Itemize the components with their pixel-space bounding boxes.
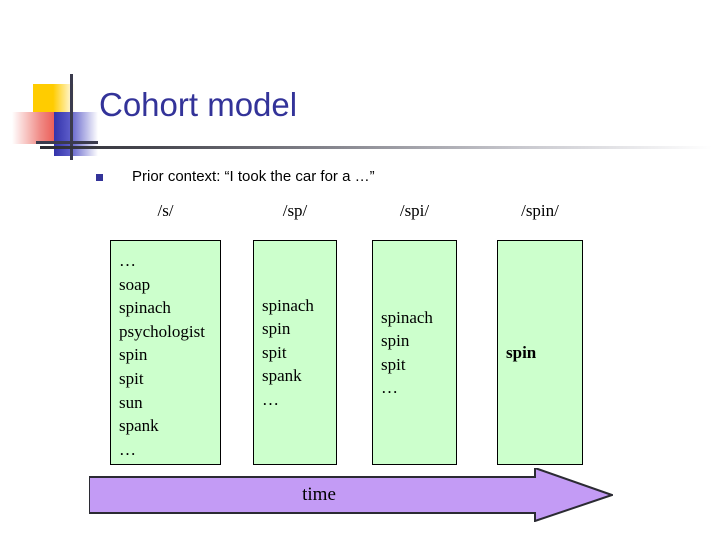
column-header-0: /s/ [157,201,174,220]
cohort-word-list-3: spin [506,341,578,365]
cohort-word: spit [119,368,144,388]
cohort-word-list-0: … soap spinach psychologist spin spit sun spank… [119,249,216,461]
column-header-1: /sp/ [282,201,308,220]
cohort-word: spinach [381,307,433,327]
cohort-word: … [119,251,136,270]
cohort-word: psychologist [119,321,205,341]
cohort-word: spinach [119,298,171,318]
logo-horizontal-line [36,141,98,144]
title-divider [40,146,712,149]
square-bullet-icon [96,174,103,181]
cohort-word: spank [119,416,159,436]
cohort-word: … [381,378,398,398]
cohort-word: spit [262,342,287,362]
cohort-word: spin [262,319,291,339]
column-header-2: /spi/ [399,201,430,220]
time-arrow-icon [89,468,613,522]
cohort-box-2: spinach spin spit … [372,240,457,465]
cohort-box-0: … soap spinach psychologist spin spit sun spank… [110,240,221,465]
page-title: Cohort model [99,86,298,123]
cohort-word-list-2: spinach spin spit … [381,305,452,399]
cohort-box-1: spinach spin spit spank … [253,240,337,465]
cohort-word: spin [119,345,148,365]
column-header-3: /spin/ [521,201,559,220]
cohort-word: … [262,389,279,409]
logo-vertical-line [70,74,73,160]
bullet-item: Prior context: “I took the car for a …” [96,166,656,190]
cohort-word: spit [381,354,406,374]
bullet-item-label: Prior context: “I took the car for a …” [132,168,375,185]
cohort-word: soap [119,274,151,294]
cohort-word: … [119,439,136,459]
cohort-box-3: spin [497,240,583,465]
cohort-word: spank [262,366,302,386]
cohort-word: spinach [262,295,314,315]
cohort-word: spin [506,342,537,362]
logo-blue-bar [54,112,98,156]
cohort-word-list-1: spinach spin spit spank … [262,294,332,412]
cohort-word: sun [119,392,143,412]
cohort-word: spin [381,330,410,350]
